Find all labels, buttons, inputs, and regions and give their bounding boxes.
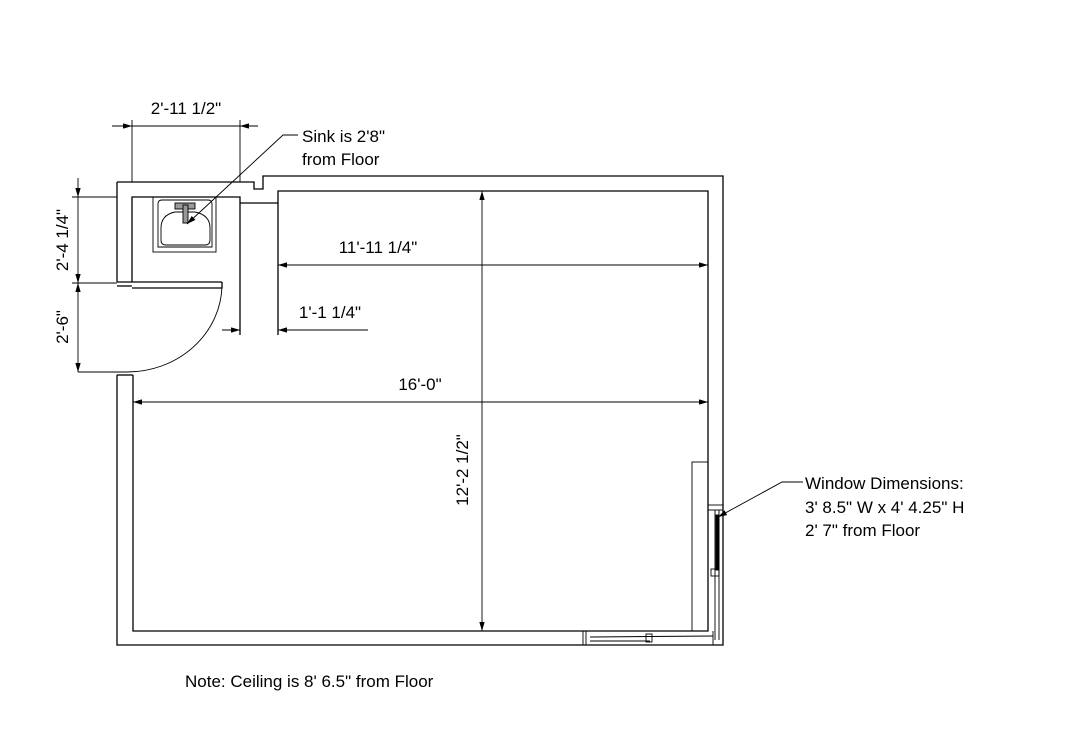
window-note-line1: Window Dimensions: bbox=[805, 474, 964, 493]
dim-room-depth: 12'-2 1/2" bbox=[453, 434, 472, 506]
leaders bbox=[186, 134, 803, 518]
dim-room-inner-width: 11'-11 1/4" bbox=[339, 238, 418, 257]
dim-bath-offset: 1'-1 1/4" bbox=[299, 303, 361, 322]
door bbox=[78, 285, 223, 373]
sink-note-line2: from Floor bbox=[302, 150, 380, 169]
window-note-line2: 3' 8.5" W x 4' 4.25" H bbox=[805, 498, 964, 517]
sink-icon bbox=[152, 196, 217, 253]
window-bottom bbox=[582, 631, 714, 645]
window-right bbox=[707, 504, 724, 640]
ceiling-note: Note: Ceiling is 8' 6.5" from Floor bbox=[185, 672, 434, 691]
sink-note-line1: Sink is 2'8" bbox=[302, 127, 385, 146]
walls bbox=[116, 175, 724, 646]
dim-door-width: 2'-6" bbox=[53, 310, 72, 344]
dimension-lines bbox=[72, 120, 708, 631]
dim-room-total-width: 16'-0" bbox=[398, 375, 441, 394]
dim-sink-wall-width: 2'-11 1/2" bbox=[151, 99, 221, 118]
dim-bath-depth: 2'-4 1/4" bbox=[53, 209, 72, 271]
window-note-line3: 2' 7" from Floor bbox=[805, 521, 920, 540]
closet bbox=[691, 461, 709, 632]
